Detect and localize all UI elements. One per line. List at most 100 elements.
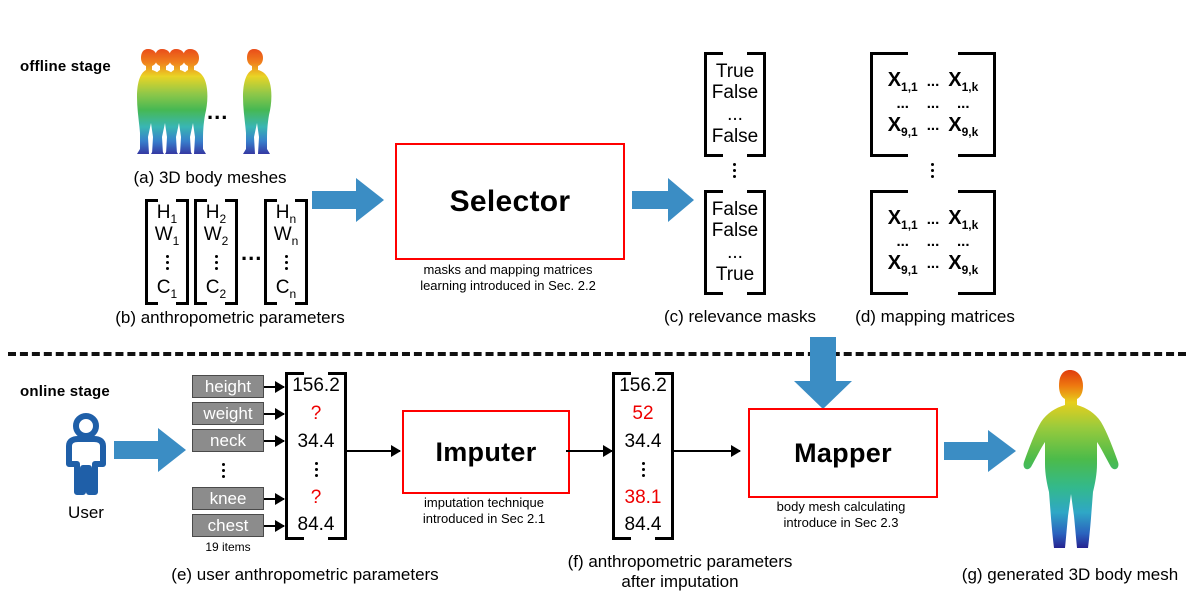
caption-f-anthropometric-parameters-after-imputation: (f) anthropometric parameters after impu…: [530, 552, 830, 591]
param-column-1: H1 W1 C1: [145, 199, 189, 305]
caption-g-generated-body-mesh: (g) generated 3D body mesh: [961, 565, 1179, 584]
item-chip-neck[interactable]: neck: [192, 429, 264, 452]
selector-note: masks and mapping matrices learning intr…: [395, 262, 621, 295]
vertical-ellipsis: [314, 459, 318, 480]
matrix-cell: X9,k: [948, 113, 979, 139]
value-cell: 156.2: [619, 375, 667, 396]
value-cell: 84.4: [297, 514, 335, 536]
param-column-n: Hn Wn Cn: [264, 199, 308, 305]
matrix-cell: X1,k: [948, 69, 979, 95]
vertical-ellipsis: [214, 252, 218, 273]
caption-b-anthropometric-parameters: (b) anthropometric parameters: [115, 308, 345, 327]
param-cell: H2: [205, 202, 227, 226]
mapper-title: Mapper: [794, 437, 892, 468]
mask-cell: ...: [727, 242, 743, 263]
imputer-note-line1: imputation technique: [424, 495, 544, 510]
vertical-ellipsis: [641, 459, 645, 480]
arrow-right-icon: [114, 428, 186, 472]
matrix-cell: X9,k: [948, 251, 979, 277]
value-cell: 84.4: [624, 514, 662, 536]
mapper-note: body mesh calculating introduce in Sec 2…: [748, 499, 934, 532]
matrix-ellipsis: ...: [896, 95, 909, 113]
matrix-ellipsis: ...: [926, 95, 940, 113]
param-cell: Wn: [273, 223, 299, 248]
mapping-matrix-top: X1,1 ... X1,k ... ... ... X9,1 ... X9,k: [870, 52, 996, 157]
mask-cell: False: [711, 125, 759, 147]
selector-note-line2: learning introduced in Sec. 2.2: [420, 278, 596, 294]
arrow-right-icon: [312, 178, 384, 222]
vertical-ellipsis: [165, 252, 169, 273]
mask-cell: ...: [727, 104, 743, 125]
person-icon: [55, 412, 117, 498]
chip-connector-arrow: [264, 381, 285, 393]
chip-connector-arrow: [264, 435, 285, 447]
mask-cell: False: [711, 220, 759, 242]
param-cell: W1: [154, 223, 180, 248]
matrix-ellipsis: ...: [957, 233, 970, 251]
matrix-cell: X9,1: [887, 113, 918, 139]
imputed-values-box: 156.2 52 34.4 38.1 84.4: [612, 372, 674, 540]
mapping-matrix-bottom: X1,1 ... X1,k ... ... ... X9,1 ... X9,k: [870, 190, 996, 295]
selector-box[interactable]: Selector: [395, 143, 625, 260]
chip-connector-arrow: [264, 408, 285, 420]
mapper-note-line1: body mesh calculating: [776, 499, 906, 514]
arrow-right-icon: [632, 178, 694, 222]
value-cell-imputed: 38.1: [624, 486, 662, 508]
item-chip-weight[interactable]: weight: [192, 402, 264, 425]
arrow-down-icon: [794, 337, 852, 409]
mapper-box[interactable]: Mapper: [748, 408, 938, 498]
imputer-note: imputation technique introduced in Sec 2…: [402, 495, 566, 528]
user-values-box: 156.2 ? 34.4 ? 84.4: [285, 372, 347, 540]
item-chip-knee[interactable]: knee: [192, 487, 264, 510]
matrix-cell: X1,1: [887, 207, 918, 233]
caption-d-mapping-matrices: (d) mapping matrices: [855, 307, 1015, 326]
offline-stage-label: offline stage: [20, 58, 111, 75]
imputer-to-values-arrow: [566, 445, 613, 457]
param-column-2: H2 W2 C2: [194, 199, 238, 305]
matrix-ellipsis: ...: [926, 233, 940, 251]
selector-note-line1: masks and mapping matrices: [423, 262, 593, 277]
user-label: User: [68, 503, 104, 522]
item-chip-label: knee: [209, 488, 247, 508]
item-chip-label: weight: [203, 403, 253, 423]
value-cell: 156.2: [292, 375, 340, 396]
items-count-note: 19 items: [205, 540, 251, 554]
caption-e-user-anthropometric-parameters: (e) user anthropometric parameters: [171, 565, 439, 584]
matrix-ellipsis: ...: [926, 255, 940, 273]
item-chip-label: height: [204, 376, 252, 396]
imputer-box[interactable]: Imputer: [402, 410, 570, 494]
matrix-ellipsis: ...: [926, 73, 940, 91]
selector-title: Selector: [449, 184, 571, 218]
param-cell: C2: [205, 277, 227, 302]
relevance-mask-bottom: False False ... True: [704, 190, 766, 295]
item-chip-label: chest: [207, 515, 249, 535]
arrow-right-icon: [944, 430, 1016, 472]
matrix-ellipsis: ...: [926, 211, 940, 229]
matrix-ellipsis: ...: [957, 95, 970, 113]
matrix-cell: X9,1: [887, 251, 918, 277]
param-cell: Hn: [275, 202, 297, 226]
param-cell: W2: [203, 223, 229, 248]
caption-f-line2: after imputation: [621, 571, 739, 591]
param-cell: C1: [156, 277, 178, 302]
value-cell: 34.4: [624, 430, 662, 452]
mapper-note-line2: introduce in Sec 2.3: [783, 515, 899, 531]
value-cell: 34.4: [297, 430, 335, 452]
value-cell-missing: ?: [310, 402, 322, 424]
item-chip-vertical-ellipsis: [222, 460, 225, 481]
param-cell: H1: [156, 202, 178, 226]
relevance-mask-top: True False ... False: [704, 52, 766, 157]
item-chip-chest[interactable]: chest: [192, 514, 264, 537]
relevance-mask-vertical-ellipsis: [733, 160, 736, 181]
matrix-ellipsis: ...: [896, 233, 909, 251]
matrix-cell: X1,k: [948, 207, 979, 233]
param-columns-ellipsis: ...: [241, 240, 263, 265]
item-chip-height[interactable]: height: [192, 375, 264, 398]
matrix-ellipsis: ...: [926, 117, 940, 135]
mask-cell: True: [715, 60, 755, 82]
chip-connector-arrow: [264, 493, 285, 505]
values-to-imputer-arrow: [347, 445, 401, 457]
mask-cell: False: [711, 82, 759, 104]
item-chip-label: neck: [210, 430, 246, 450]
value-cell-missing: ?: [310, 486, 322, 508]
